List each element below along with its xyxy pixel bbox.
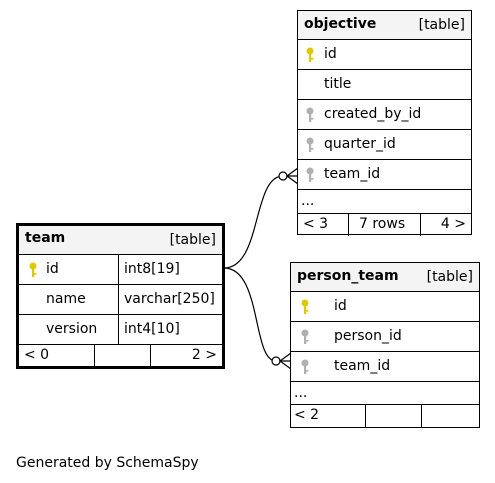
table-footer: < 3 7 rows 4 > <box>298 214 471 236</box>
relation-team-person-team-crowfoot <box>278 352 292 370</box>
primary-key-icon <box>306 47 314 62</box>
table-name: objective <box>304 16 377 32</box>
table-header: objective [table] <box>298 11 471 40</box>
column-row[interactable]: team_id <box>298 160 471 190</box>
column-name: quarter_id <box>324 136 396 152</box>
column-row[interactable]: team_id <box>291 352 479 382</box>
children-link[interactable] <box>422 405 479 427</box>
column-type: int4[10] <box>124 321 180 337</box>
relation-team-person-team <box>223 267 277 362</box>
column-row[interactable]: id <box>298 40 471 70</box>
table-person-team[interactable]: person_team [table] id person_id team_id… <box>290 262 480 428</box>
ellipsis: ... <box>294 385 308 401</box>
more-columns-row: ... <box>298 190 471 214</box>
row-count-cell <box>366 405 422 427</box>
generated-by-label: Generated by SchemaSpy <box>16 455 199 471</box>
column-row[interactable]: id int8[19] <box>19 255 222 285</box>
relation-team-objective-optional-marker <box>278 171 288 181</box>
ellipsis: ... <box>301 193 315 209</box>
children-count: 2 > <box>191 347 217 363</box>
foreign-key-icon <box>306 107 314 122</box>
foreign-key-icon <box>306 167 314 182</box>
column-name-cell: version <box>19 315 119 344</box>
column-name: id <box>334 298 347 314</box>
parents-count: < 3 <box>303 216 329 232</box>
relation-team-objective <box>223 175 284 269</box>
table-type: [table] <box>426 269 473 285</box>
children-link[interactable]: 4 > <box>421 214 471 236</box>
column-row[interactable]: created_by_id <box>298 100 471 130</box>
table-name: person_team <box>297 268 399 284</box>
parents-count: < 0 <box>24 347 50 363</box>
column-row[interactable]: id <box>291 292 479 322</box>
table-footer: < 0 2 > <box>19 345 222 367</box>
column-name: title <box>324 76 352 92</box>
foreign-key-icon <box>301 329 309 344</box>
table-type: [table] <box>169 232 216 248</box>
children-count: 4 > <box>440 216 466 232</box>
column-name-cell: id <box>19 255 119 284</box>
parents-link[interactable]: < 2 <box>291 405 366 427</box>
column-type: varchar[250] <box>124 291 215 307</box>
column-name: version <box>46 321 98 337</box>
row-count-cell: 7 rows <box>349 214 421 236</box>
table-objective[interactable]: objective [table] id title created_by_id… <box>297 10 472 236</box>
column-name-cell: name <box>19 285 119 314</box>
parents-link[interactable]: < 0 <box>19 345 95 367</box>
table-name: team <box>25 230 66 246</box>
column-row[interactable]: name varchar[250] <box>19 285 222 315</box>
primary-key-icon <box>301 299 309 314</box>
table-header: team [table] <box>19 226 222 255</box>
column-name: id <box>324 46 337 62</box>
column-row[interactable]: person_id <box>291 322 479 352</box>
relation-team-person-team-optional-marker <box>271 356 281 366</box>
column-name: id <box>46 261 59 277</box>
children-link[interactable]: 2 > <box>151 345 222 367</box>
foreign-key-icon <box>301 359 309 374</box>
table-footer: < 2 <box>291 405 479 427</box>
column-name: created_by_id <box>324 106 422 122</box>
foreign-key-icon <box>306 137 314 152</box>
table-type: [table] <box>418 17 465 33</box>
column-row[interactable]: title <box>298 70 471 100</box>
column-row[interactable]: quarter_id <box>298 130 471 160</box>
more-columns-row: ... <box>291 382 479 405</box>
relation-team-objective-crowfoot <box>285 167 299 185</box>
column-type: int8[19] <box>124 261 180 277</box>
primary-key-icon <box>29 262 37 277</box>
parents-link[interactable]: < 3 <box>298 214 349 236</box>
column-name: team_id <box>334 358 391 374</box>
table-team[interactable]: team [table] id int8[19] name varchar[25… <box>16 223 225 369</box>
row-count-cell <box>95 345 151 367</box>
parents-count: < 2 <box>294 407 320 423</box>
column-row[interactable]: version int4[10] <box>19 315 222 345</box>
column-name: team_id <box>324 166 381 182</box>
column-name: person_id <box>334 328 402 344</box>
table-header: person_team [table] <box>291 263 479 292</box>
row-count: 7 rows <box>359 216 406 232</box>
column-name: name <box>46 291 86 307</box>
